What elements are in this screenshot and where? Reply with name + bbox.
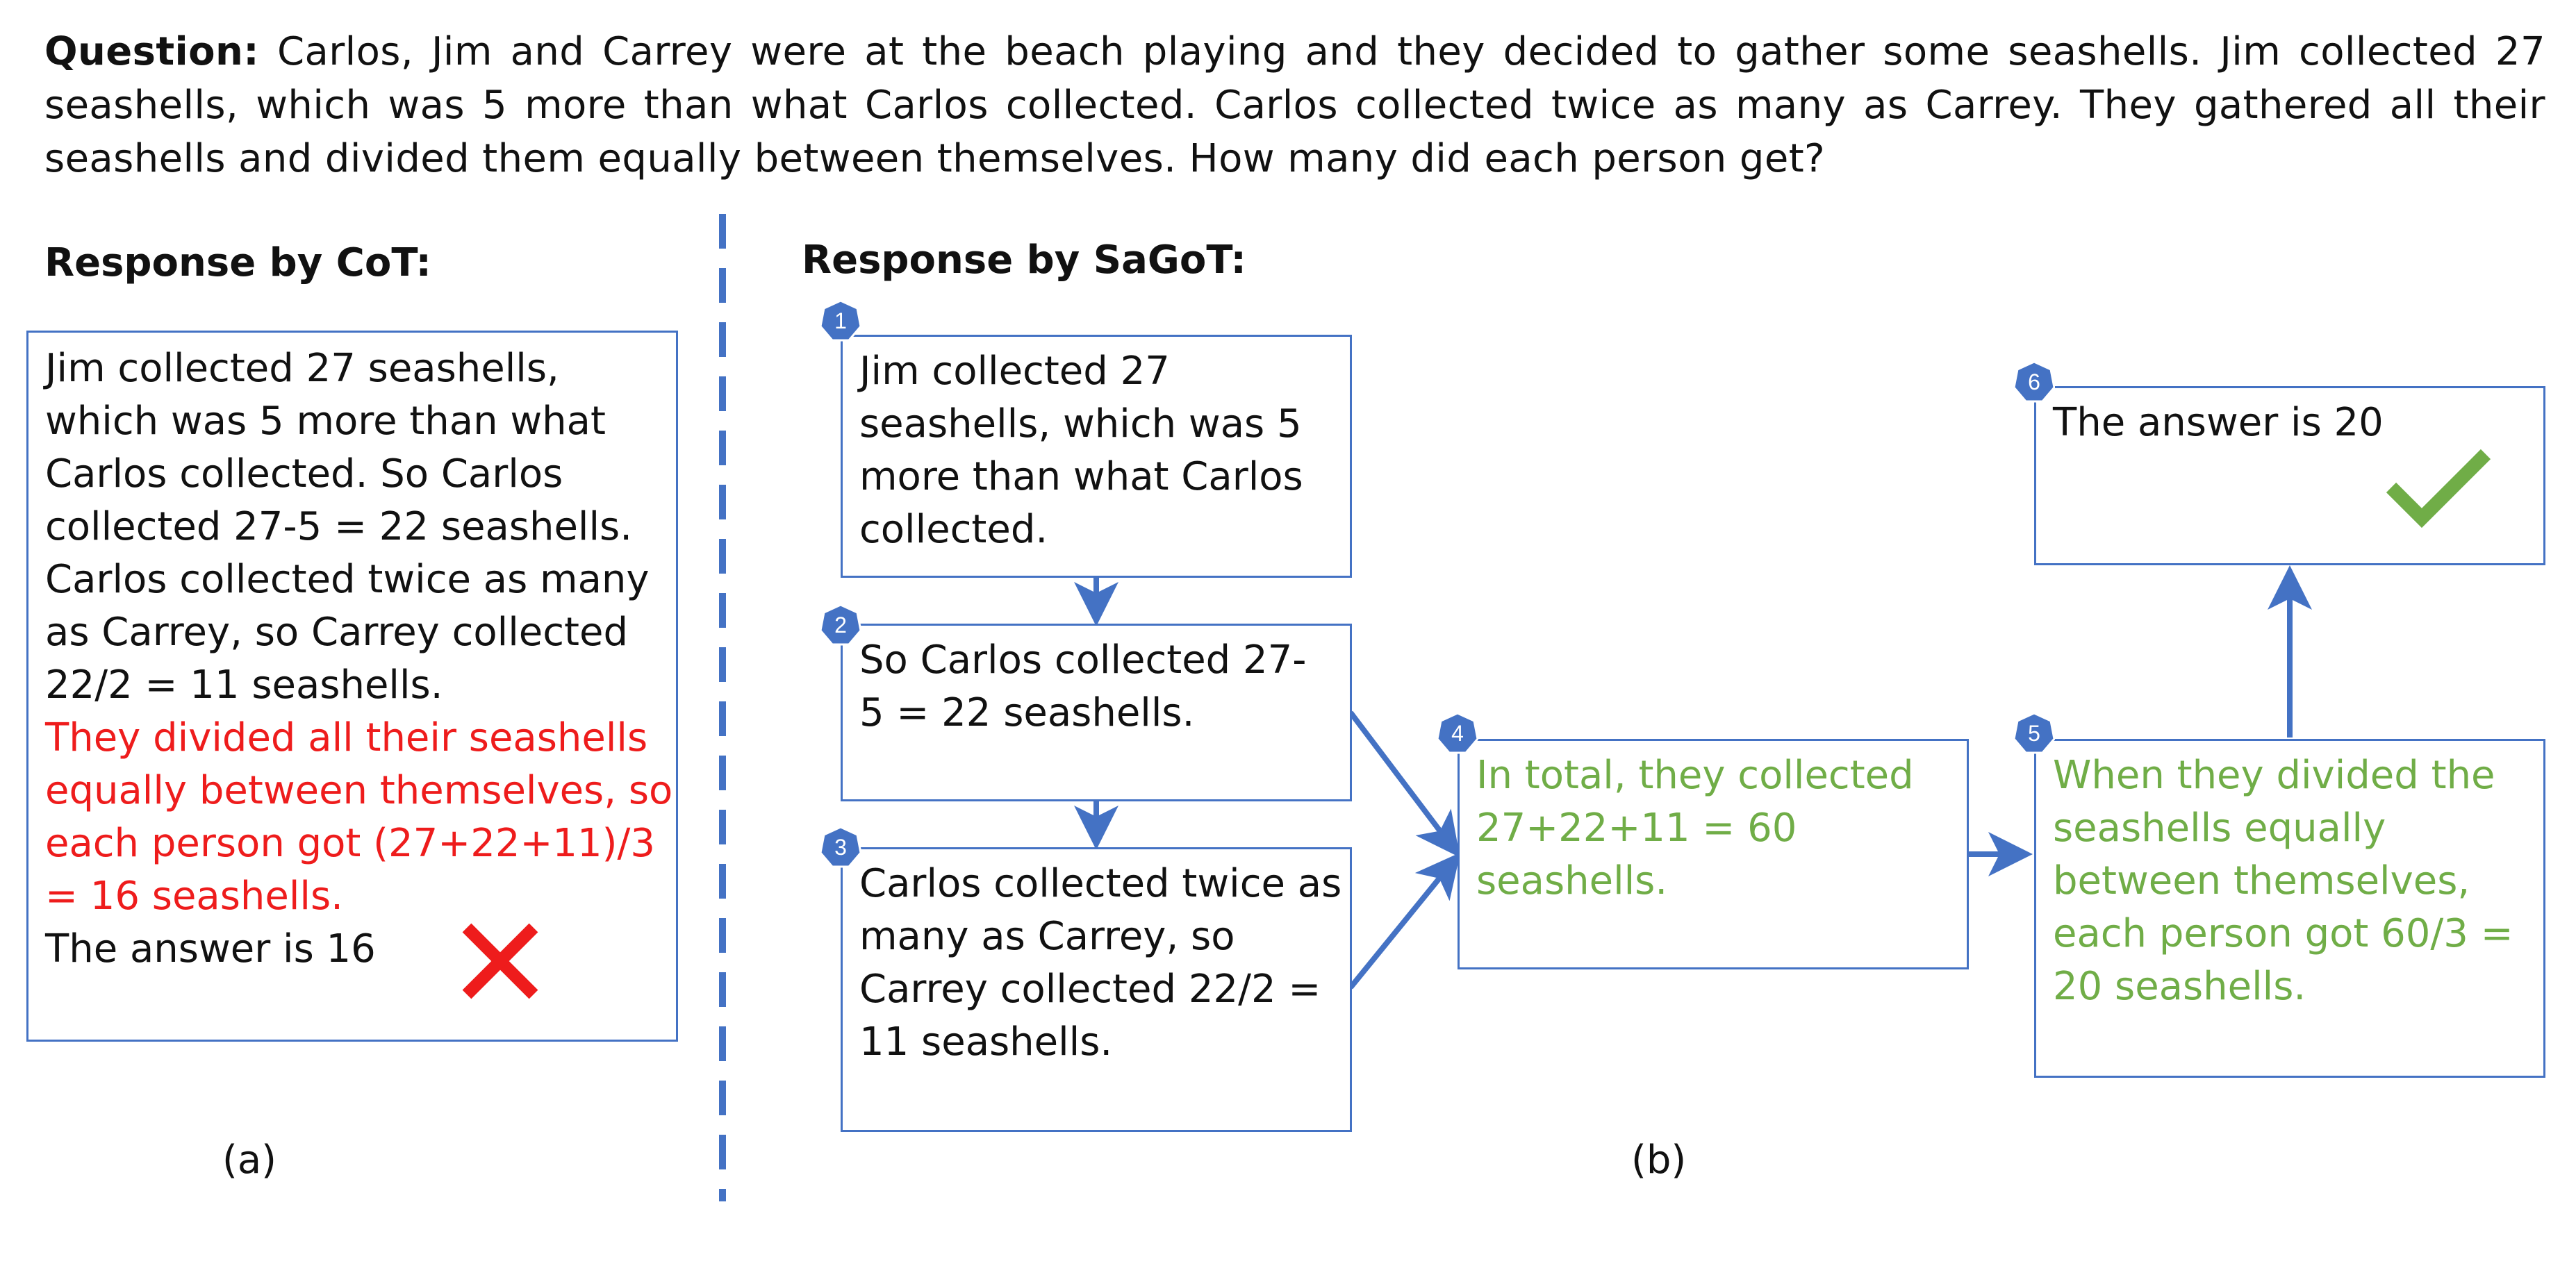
- text-line: collected.: [859, 507, 1048, 552]
- text-line: seashells, which was 5: [859, 401, 1302, 447]
- cot-answer: The answer is 16: [45, 926, 376, 972]
- sagot-node-2: So Carlos collected 27- 5 = 22 seashells.: [841, 624, 1352, 801]
- text-line: between themselves,: [2053, 858, 2470, 903]
- caption-b: (b): [1631, 1138, 1687, 1183]
- text-line: more than what Carlos: [859, 454, 1303, 499]
- text-line: 27+22+11 = 60: [1476, 806, 1797, 851]
- edge-3-4-arrow: [1348, 852, 1461, 990]
- text-line: Carlos collected twice as many: [45, 557, 650, 602]
- cross-icon: [462, 923, 538, 999]
- node-badge-5: 5: [2013, 712, 2055, 754]
- text-line: 20 seashells.: [2053, 964, 2306, 1009]
- text-line: 11 seashells.: [859, 1019, 1113, 1065]
- sagot-heading: Response by SaGoT:: [802, 238, 1246, 283]
- text-line: 5 = 22 seashells.: [859, 690, 1195, 735]
- text-line: each person got (27+22+11)/3: [45, 821, 655, 866]
- node-badge-4: 4: [1437, 712, 1478, 754]
- text-line: When they divided the: [2053, 753, 2495, 798]
- text-line: They divided all their seashells: [45, 715, 648, 760]
- node-badge-1: 1: [820, 300, 861, 342]
- cot-response-box: Jim collected 27 seashells, which was 5 m…: [26, 331, 678, 1042]
- sagot-node-5: When they divided the seashells equally be…: [2034, 739, 2545, 1078]
- question-label: Question:: [44, 29, 260, 74]
- text-line: seashells equally: [2053, 806, 2386, 851]
- text-line: The answer is 20: [2053, 400, 2384, 445]
- checkmark-icon: [2386, 449, 2491, 528]
- edge-2-4-arrow: [1348, 710, 1460, 858]
- question-text: Question: Carlos, Jim and Carrey were at…: [44, 25, 2545, 185]
- text-line: equally between themselves, so: [45, 768, 673, 813]
- text-line: seashells.: [1476, 858, 1668, 903]
- text-line: 22/2 = 11 seashells.: [45, 662, 443, 708]
- node-badge-3: 3: [820, 826, 861, 868]
- text-line: many as Carrey, so: [859, 914, 1235, 959]
- sagot-node-4: In total, they collected 27+22+11 = 60 sea…: [1458, 739, 1969, 969]
- caption-a: (a): [222, 1138, 277, 1183]
- text-line: In total, they collected: [1476, 753, 1914, 798]
- cot-heading: Response by CoT:: [44, 240, 431, 285]
- text-line: = 16 seashells.: [45, 874, 343, 919]
- text-line: Jim collected 27: [859, 349, 1170, 394]
- text-line: as Carrey, so Carrey collected: [45, 610, 628, 655]
- text-line: Carrey collected 22/2 =: [859, 967, 1321, 1012]
- sagot-node-3: Carlos collected twice as many as Carrey,…: [841, 847, 1352, 1132]
- text-line: So Carlos collected 27-: [859, 638, 1307, 683]
- sagot-node-1: Jim collected 27 seashells, which was 5 mo…: [841, 335, 1352, 578]
- text-line: Jim collected 27 seashells,: [45, 346, 559, 391]
- text-line: Carlos collected twice as: [859, 861, 1342, 906]
- text-line: Carlos collected. So Carlos: [45, 451, 563, 497]
- text-line: which was 5 more than what: [45, 399, 606, 444]
- text-line: collected 27-5 = 22 seashells.: [45, 504, 633, 549]
- text-line: each person got 60/3 =: [2053, 911, 2513, 956]
- node-badge-6: 6: [2013, 361, 2055, 403]
- node-badge-2: 2: [820, 604, 861, 646]
- question-body: Carlos, Jim and Carrey were at the beach…: [44, 29, 2545, 181]
